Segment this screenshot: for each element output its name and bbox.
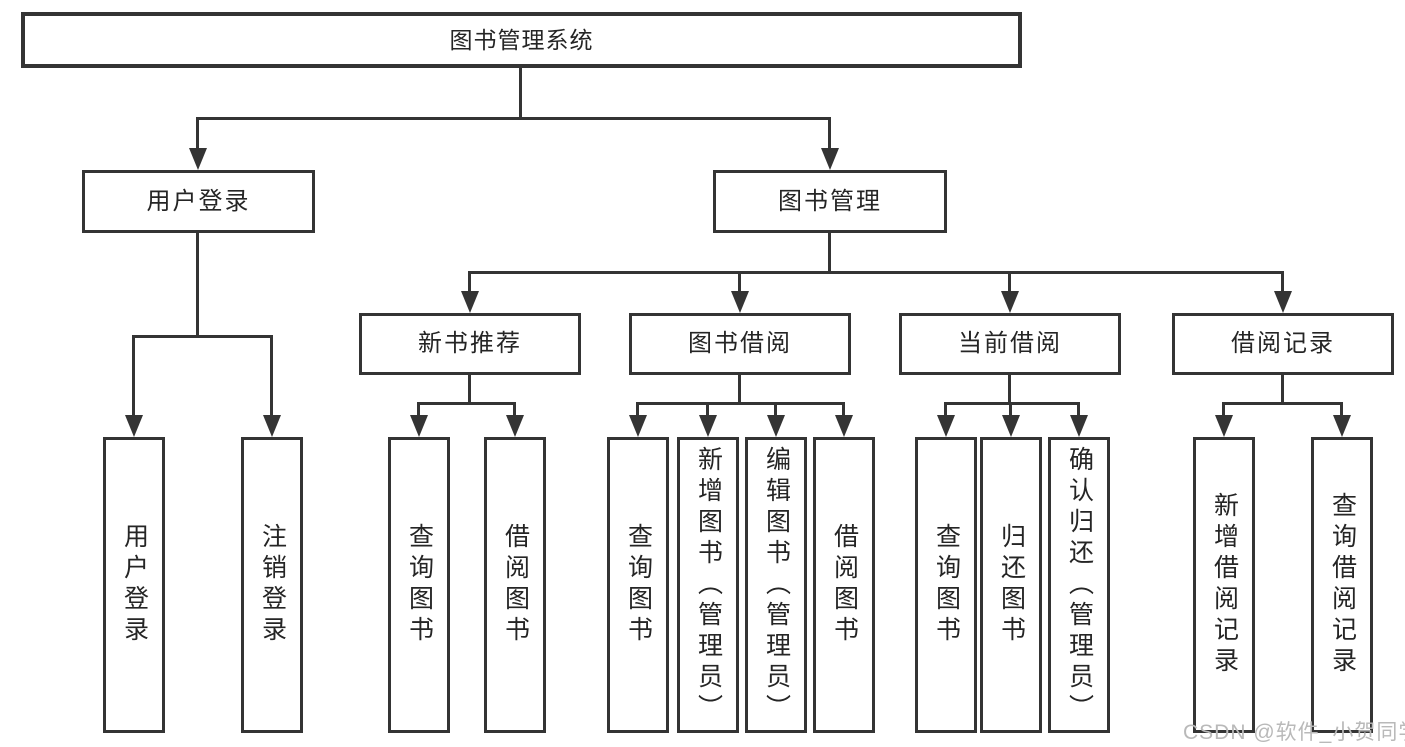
arrow-down-icon [461, 291, 479, 313]
connector-records-rail [1222, 402, 1343, 405]
connector-drop-leaf-logout [270, 335, 273, 417]
node-leaf-recommend-query-books: 查询图书 [388, 437, 450, 733]
arrow-down-icon [937, 415, 955, 437]
node-leaf-logout: 注销登录 [241, 437, 303, 733]
connector-drop [706, 402, 709, 417]
arrow-down-icon [506, 415, 524, 437]
connector-drop-records [1281, 271, 1284, 293]
arrow-down-icon [821, 148, 839, 170]
arrow-down-icon [731, 291, 749, 313]
arrow-down-icon [1274, 291, 1292, 313]
connector-borrowing-rail [636, 402, 845, 405]
node-leaf-current-query-books: 查询图书 [915, 437, 977, 733]
connector-drop-user-login [196, 117, 199, 150]
arrow-down-icon [125, 415, 143, 437]
connector-current-stem [1008, 375, 1011, 405]
node-borrowing-records: 借阅记录 [1172, 313, 1394, 375]
connector-drop-recommend [468, 271, 471, 293]
node-leaf-borrowing-query-books: 查询图书 [607, 437, 669, 733]
arrow-down-icon [410, 415, 428, 437]
csdn-watermark: CSDN @软件_小贺同学 [1183, 721, 1405, 744]
arrow-down-icon [1001, 291, 1019, 313]
connector-root-rail [196, 117, 831, 120]
arrow-down-icon [189, 148, 207, 170]
connector-user-login-stem [196, 233, 199, 337]
node-current-borrowing: 当前借阅 [899, 313, 1121, 375]
connector-drop [1077, 402, 1080, 417]
connector-drop [417, 402, 420, 417]
connector-drop [1009, 402, 1012, 417]
connector-book-mgmt-rail [468, 271, 1284, 274]
node-book-management-module: 图书管理 [713, 170, 947, 233]
connector-drop-current [1008, 271, 1011, 293]
node-leaf-query-borrow-record: 查询借阅记录 [1311, 437, 1373, 733]
connector-drop-book-mgmt [828, 117, 831, 150]
arrow-down-icon [1333, 415, 1351, 437]
arrow-down-icon [1002, 415, 1020, 437]
connector-drop [1340, 402, 1343, 417]
node-leaf-add-borrow-record: 新增借阅记录 [1193, 437, 1255, 733]
connector-drop [944, 402, 947, 417]
connector-drop [774, 402, 777, 417]
arrow-down-icon [263, 415, 281, 437]
connector-drop-borrowing [738, 271, 741, 293]
arrow-down-icon [1070, 415, 1088, 437]
connector-borrowing-stem [738, 375, 741, 405]
arrow-down-icon [699, 415, 717, 437]
connector-user-login-rail [132, 335, 273, 338]
arrow-down-icon [767, 415, 785, 437]
node-leaf-edit-books-admin: 编辑图书（管理员） [745, 437, 807, 733]
node-root: 图书管理系统 [21, 12, 1022, 68]
node-leaf-recommend-borrow-books: 借阅图书 [484, 437, 546, 733]
connector-book-mgmt-stem [828, 233, 831, 274]
connector-records-stem [1281, 375, 1284, 405]
node-new-book-recommend: 新书推荐 [359, 313, 581, 375]
node-book-borrowing: 图书借阅 [629, 313, 851, 375]
connector-current-rail [944, 402, 1080, 405]
connector-recommend-stem [468, 375, 471, 405]
connector-drop [513, 402, 516, 417]
connector-root-stem [519, 68, 522, 118]
connector-drop [842, 402, 845, 417]
arrow-down-icon [835, 415, 853, 437]
arrow-down-icon [629, 415, 647, 437]
node-leaf-borrowing-borrow-books: 借阅图书 [813, 437, 875, 733]
connector-drop [1222, 402, 1225, 417]
node-leaf-add-books-admin: 新增图书（管理员） [677, 437, 739, 733]
node-user-login-module: 用户登录 [82, 170, 315, 233]
connector-recommend-rail [417, 402, 516, 405]
connector-drop-leaf-user-login [132, 335, 135, 417]
node-leaf-return-books: 归还图书 [980, 437, 1042, 733]
node-leaf-user-login: 用户登录 [103, 437, 165, 733]
connector-drop [636, 402, 639, 417]
arrow-down-icon [1215, 415, 1233, 437]
node-leaf-confirm-return-admin: 确认归还（管理员） [1048, 437, 1110, 733]
